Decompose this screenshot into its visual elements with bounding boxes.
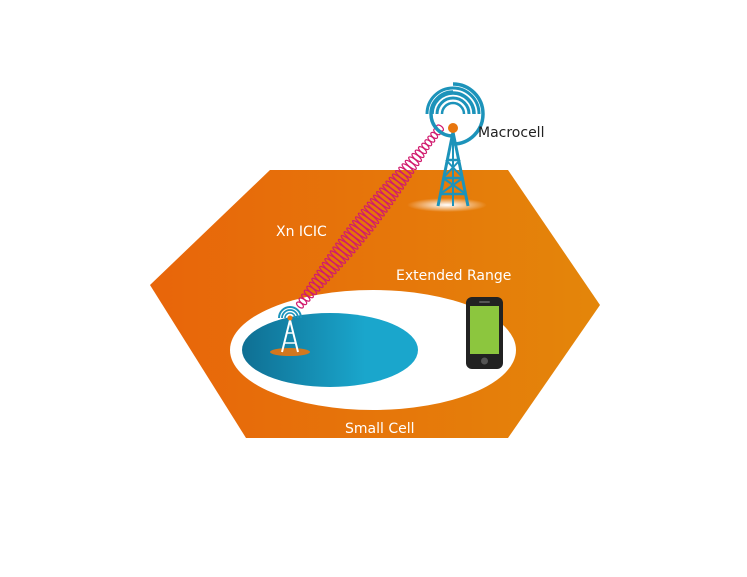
phone-speaker bbox=[479, 301, 490, 303]
small-cell-label: Small Cell bbox=[345, 421, 415, 437]
small-cell-coverage bbox=[242, 313, 418, 387]
small-tower-icon bbox=[270, 306, 310, 356]
macro-tower-icon bbox=[407, 82, 487, 212]
small-tower-base bbox=[270, 348, 310, 356]
macrocell-label: Macrocell bbox=[478, 125, 544, 141]
xn-icic-label: Xn ICIC bbox=[276, 224, 327, 240]
macro-tower-base-glow bbox=[407, 198, 487, 212]
macro-beacon bbox=[448, 123, 458, 133]
xn-link-icon bbox=[295, 124, 445, 309]
small-beacon bbox=[287, 315, 293, 321]
extended-range-label: Extended Range bbox=[396, 268, 511, 284]
phone-home-button bbox=[481, 357, 488, 365]
smartphone-icon bbox=[466, 297, 503, 369]
phone-screen bbox=[470, 306, 499, 354]
